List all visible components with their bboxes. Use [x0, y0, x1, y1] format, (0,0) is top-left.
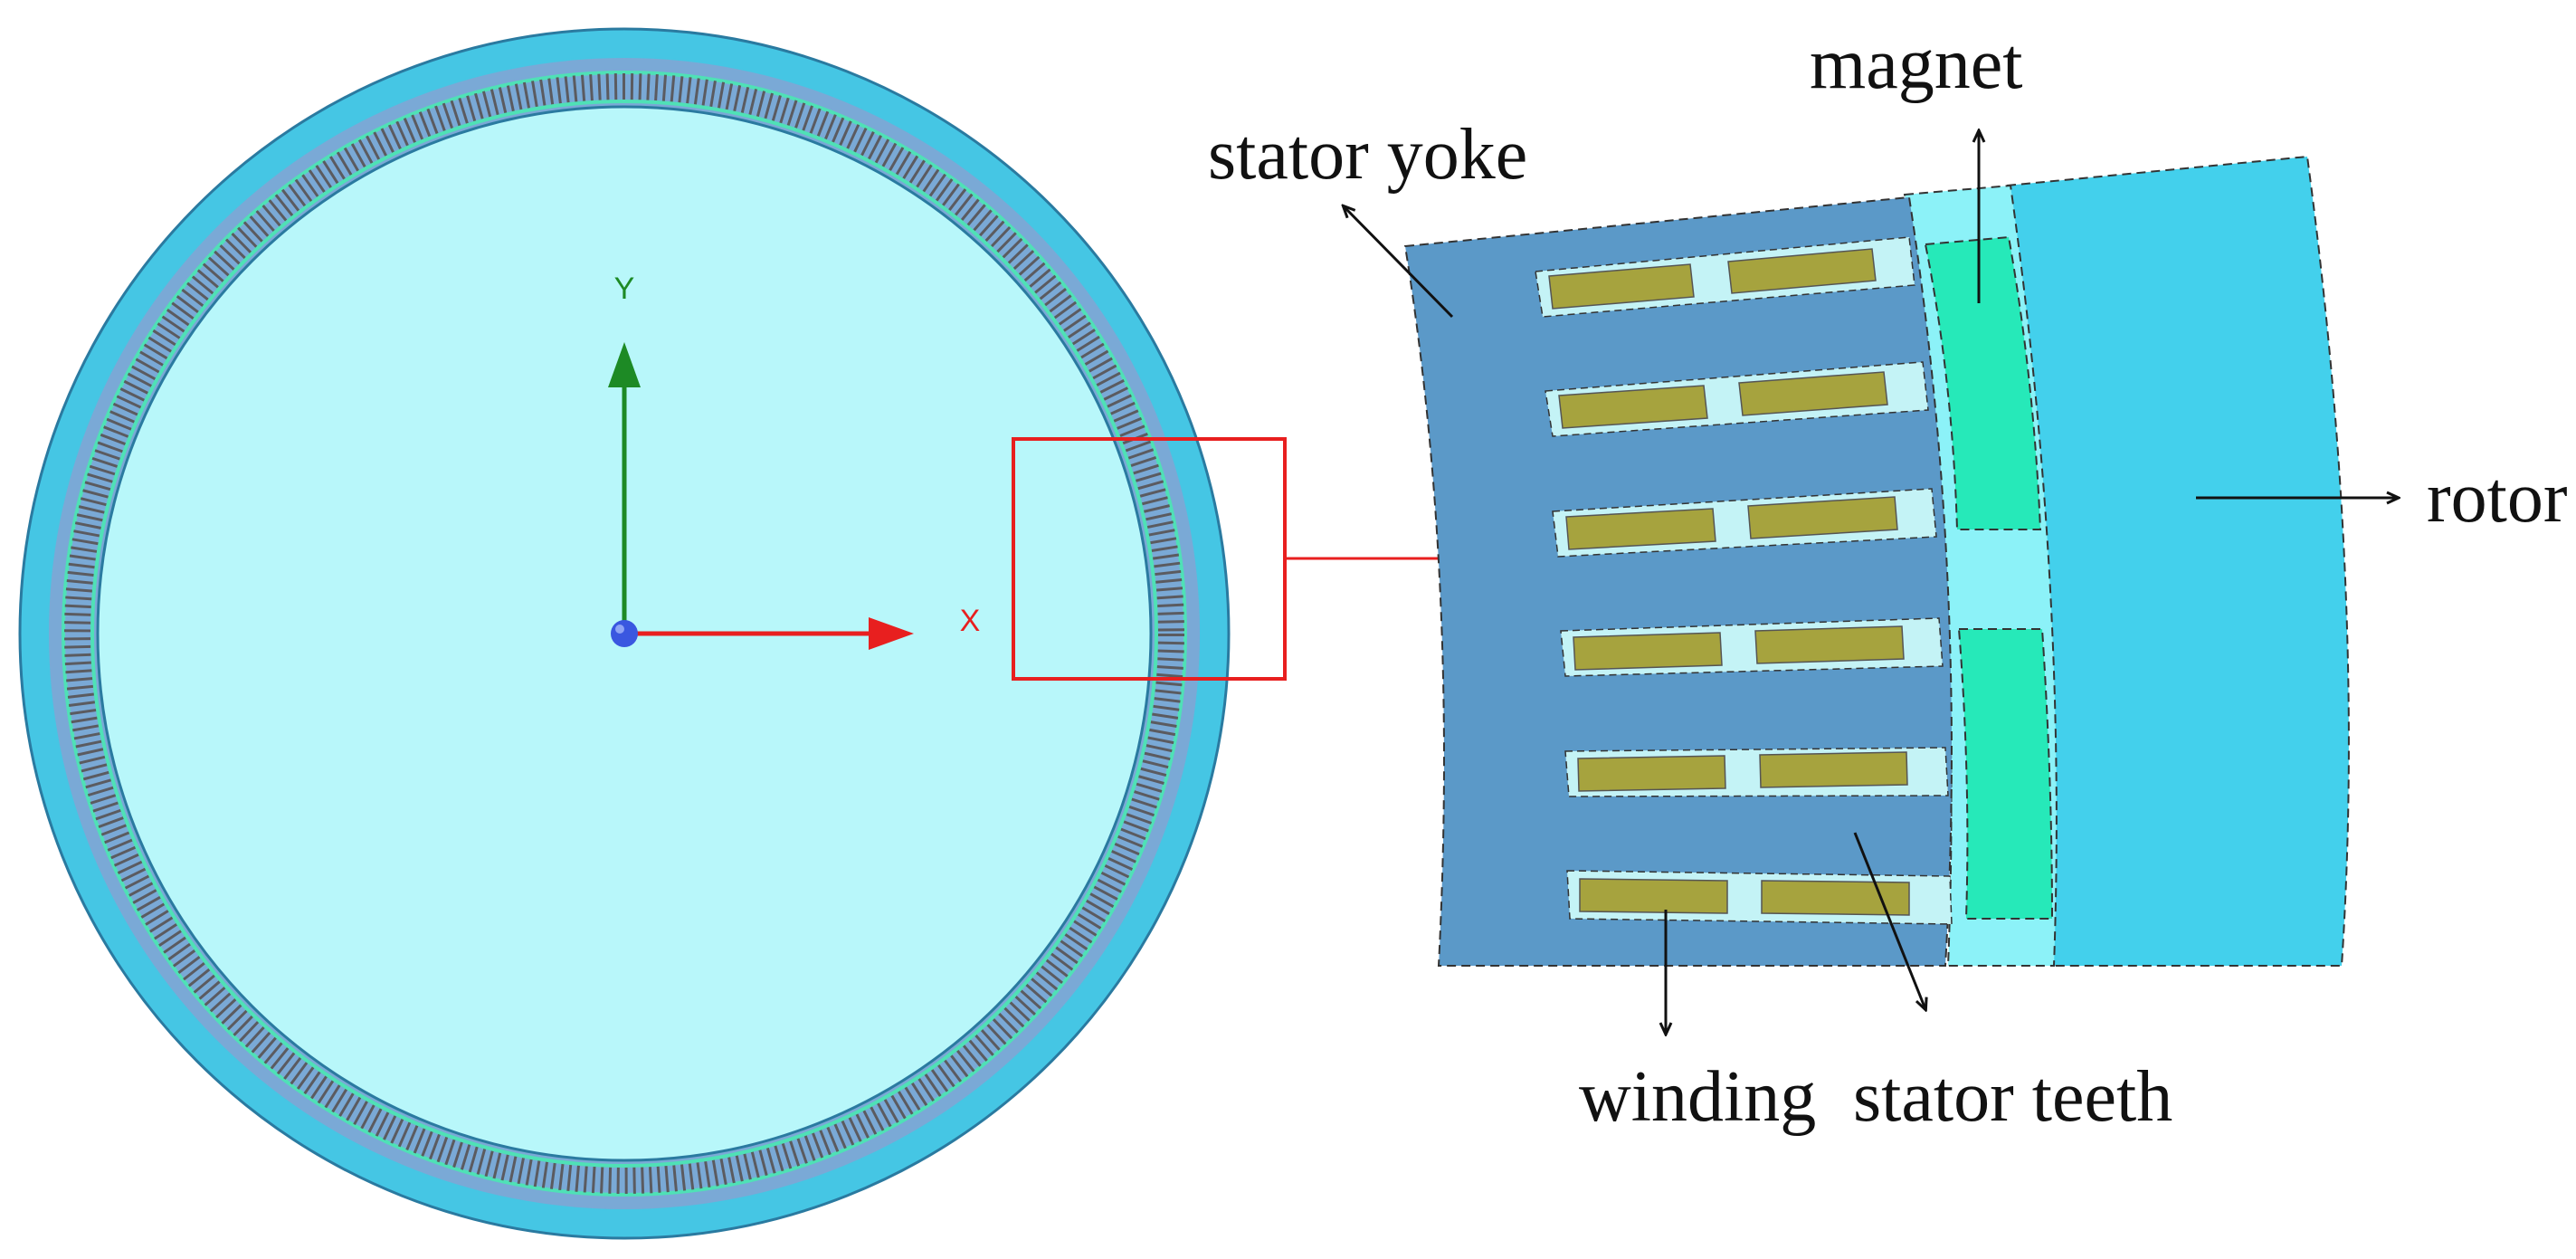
winding-coil	[1727, 248, 1877, 294]
slot-ring	[64, 73, 1184, 1194]
winding-coil	[1548, 263, 1695, 310]
winding-coil	[1579, 878, 1728, 914]
winding-coil	[1754, 625, 1905, 664]
winding-coil	[1565, 508, 1716, 550]
winding-ring	[62, 71, 1187, 1197]
rotor-segment	[2005, 155, 2350, 967]
winding-coil	[1573, 632, 1723, 671]
rotor-label: rotor	[2427, 458, 2568, 538]
winding-coil	[1577, 755, 1726, 792]
callout-arrows	[1344, 131, 2398, 1034]
labels: stator yoke magnet rotor winding stator …	[1208, 24, 2568, 1137]
stator-teeth-label: stator teeth	[1853, 1057, 2172, 1137]
origin-sphere-icon	[611, 620, 638, 647]
magnet-label: magnet	[1810, 24, 2022, 104]
magnet-block-upper	[1924, 235, 2042, 530]
windings	[1548, 248, 1910, 916]
stator-body	[1403, 196, 1953, 967]
winding-coil	[1761, 880, 1910, 916]
stator-yoke-arrow	[1344, 206, 1454, 319]
magnet-block-lower	[1957, 628, 2054, 920]
origin-highlight	[615, 625, 624, 634]
y-axis-label: Y	[614, 272, 635, 306]
winding-coil	[1738, 371, 1888, 416]
arrow-up-icon	[608, 342, 641, 387]
winding-coil	[1759, 751, 1908, 788]
winding-coil	[1747, 496, 1898, 539]
coordinate-axes: Y X	[608, 272, 980, 650]
winding-coil	[1558, 385, 1708, 429]
winding-label: winding	[1579, 1057, 1816, 1137]
arrow-right-icon	[869, 617, 914, 650]
stator-yoke-label: stator yoke	[1208, 115, 1527, 195]
winding-ring-inner	[90, 100, 1158, 1168]
stator-teeth-arrow	[1853, 832, 1925, 1009]
zoomed-detail	[1403, 155, 2350, 967]
x-axis-label: X	[960, 604, 981, 638]
